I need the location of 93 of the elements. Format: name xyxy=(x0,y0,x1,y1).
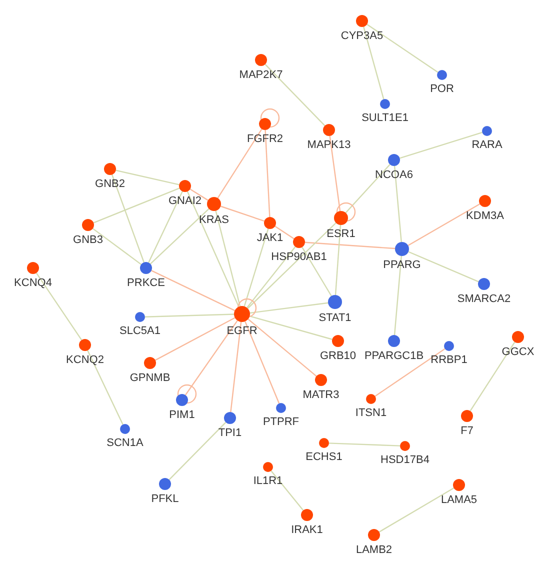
gene-label: RRBP1 xyxy=(430,354,468,366)
network-edge xyxy=(274,226,294,240)
gene-label: SULT1E1 xyxy=(362,112,408,124)
gene-label: TPI1 xyxy=(218,427,242,439)
network-edge xyxy=(217,128,262,198)
network-edge xyxy=(374,348,446,397)
gene-label: PPARGC1B xyxy=(364,350,424,362)
gene-label: PTPRF xyxy=(262,416,300,428)
gene-label: HSD17B4 xyxy=(380,454,430,466)
gene-label: HSP90AB1 xyxy=(271,251,327,263)
gene-label: PFKL xyxy=(151,493,179,505)
network-edge xyxy=(93,188,180,224)
gene-label: SCN1A xyxy=(106,437,144,449)
network-edge xyxy=(237,298,257,318)
network-edge xyxy=(36,272,82,340)
network-edge xyxy=(244,321,280,404)
gene-label: POR xyxy=(430,83,454,95)
network-edge xyxy=(148,191,183,263)
gene-label: ITSN1 xyxy=(355,407,387,419)
network-edge xyxy=(336,202,356,222)
gene-label: RARA xyxy=(472,139,502,151)
gene-label: NCOA6 xyxy=(375,169,413,181)
gene-label: MATR3 xyxy=(302,389,340,401)
gene-label: EGFR xyxy=(226,325,258,337)
network-edge xyxy=(470,342,516,412)
gene-label: PPARG xyxy=(383,259,421,271)
gene-label: STAT1 xyxy=(318,312,352,324)
gene-label: IRAK1 xyxy=(291,524,323,536)
network-edge xyxy=(248,318,317,377)
network-edge xyxy=(394,166,402,242)
network-edge xyxy=(394,256,402,336)
network-edge xyxy=(400,132,482,159)
network-edge xyxy=(408,251,479,282)
gene-label: MAPK13 xyxy=(307,139,351,151)
network-edge xyxy=(92,228,142,265)
network-edge xyxy=(270,470,304,511)
gene-label: MAP2K7 xyxy=(239,69,283,81)
network-edge xyxy=(190,188,208,201)
network-edge xyxy=(247,222,336,309)
network-edge xyxy=(264,130,270,218)
gene-label: PIM1 xyxy=(169,409,195,421)
network-edge xyxy=(244,228,269,307)
network-edge xyxy=(177,384,197,404)
gene-label: LAMA5 xyxy=(440,494,478,506)
network-edge xyxy=(378,488,454,532)
gene-label: GNB2 xyxy=(95,178,125,190)
network-edge xyxy=(151,270,236,312)
network-edge xyxy=(304,242,396,250)
gene-label: GNB3 xyxy=(73,234,103,246)
network-edge xyxy=(329,136,341,212)
network-edge xyxy=(408,203,480,246)
network-edge xyxy=(264,64,326,126)
network-edge xyxy=(111,174,145,263)
gene-label: KDM3A xyxy=(466,210,504,222)
network-edge xyxy=(363,26,384,100)
network-edge xyxy=(250,316,332,340)
gene-label: FGFR2 xyxy=(246,133,284,145)
gene-label: KRAS xyxy=(199,214,229,226)
network-edge xyxy=(246,246,296,308)
network-edge xyxy=(260,108,280,128)
network-edge xyxy=(328,442,400,446)
gene-label: F7 xyxy=(460,425,474,437)
network-edge xyxy=(250,302,328,314)
gene-label: GGCX xyxy=(502,346,534,358)
gene-label: GNAI2 xyxy=(168,195,202,207)
network-edge xyxy=(230,322,242,412)
gene-label: GRB10 xyxy=(320,350,356,362)
network-edge xyxy=(184,320,238,396)
network-edge xyxy=(144,314,234,318)
gene-label: KCNQ2 xyxy=(66,354,104,366)
gene-label: ECHS1 xyxy=(306,451,342,463)
network-edge xyxy=(366,24,438,73)
gene-label: IL1R1 xyxy=(253,475,283,487)
network-edge xyxy=(168,422,226,480)
gene-label: SLC5A1 xyxy=(120,325,160,337)
gene-label: CYP3A5 xyxy=(340,30,384,42)
gene-label: SMARCA2 xyxy=(457,293,511,305)
gene-label: JAK1 xyxy=(256,232,284,244)
gene-label: LAMB2 xyxy=(356,544,392,556)
network-edge xyxy=(334,224,342,296)
network-edge xyxy=(150,208,210,264)
network-edge xyxy=(87,350,124,425)
network-edge xyxy=(302,246,332,296)
gene-label: GPNMB xyxy=(130,372,170,384)
network-edge xyxy=(215,210,241,306)
gene-label: ESR1 xyxy=(326,228,356,240)
network-edge xyxy=(186,191,240,307)
network-edge xyxy=(220,206,265,222)
gene-label: KCNQ4 xyxy=(14,277,52,289)
network-edge xyxy=(155,317,236,361)
network-edge xyxy=(116,170,180,186)
gene-label: PRKCE xyxy=(127,277,165,289)
network-edge xyxy=(345,164,390,214)
